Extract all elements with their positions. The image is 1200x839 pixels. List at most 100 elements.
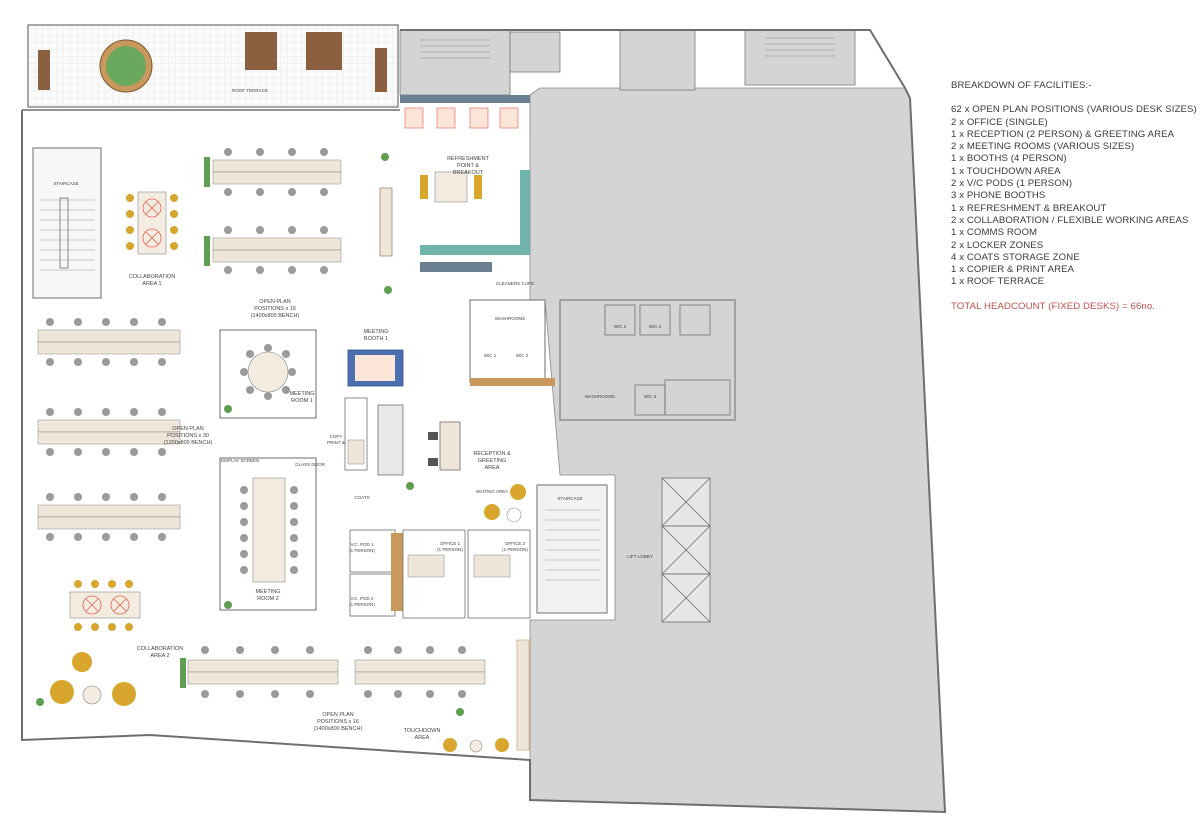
plants [36,153,464,716]
label-washrooms-a: WASHROOMS [495,316,525,321]
label-office2-a: OFFICE 2 [505,541,526,546]
label-meeting-1-a: MEETING [289,391,314,397]
label-roof-terrace: ROOF TERRACE [232,88,268,93]
legend-item: 2 x MEETING ROOMS (VARIOUS SIZES) [951,141,1135,153]
label-breakout: BREAKOUT [453,170,484,176]
building-outline [21,29,947,814]
legend-item: 1 x COPIER & PRINT AREA [951,264,1075,276]
legend-item: 2 x COLLABORATION / FLEXIBLE WORKING ARE… [951,214,1189,226]
legend-item: 1 x RECEPTION (2 PERSON) & GREETING AREA [951,128,1175,140]
terrace-benches [38,32,387,92]
core-block-top-right [744,29,856,86]
label-office1-b: (1 PERSON) [437,547,463,552]
label-openplan14-b: POSITIONS x 16 [254,306,296,312]
label-openplan30-c: (1200x800 BENCH) [164,440,213,446]
label-reception-c: AREA [485,465,500,471]
lifts [661,477,711,623]
copy-print-area [344,397,368,471]
desk-bank-top [212,159,342,263]
refreshment-area [400,95,530,272]
label-office2-b: (1 PERSON) [502,547,528,552]
label-point-breakout: POINT & [457,163,479,169]
label-lift-lobby: LIFT LOBBY [627,554,652,559]
label-openplan16-b: POSITIONS x 16 [317,719,359,725]
label-washrooms-b: WASHROOMS [585,394,615,399]
legend-item: 1 x COMMS ROOM [951,227,1038,239]
legend-item: 1 x TOUCHDOWN AREA [951,165,1061,177]
label-staircase-core: STAIRCASE [557,496,582,501]
legend-item: 1 x ROOF TERRACE [951,276,1045,288]
label-display-screen: DISPLAY SCREEN [221,458,260,463]
locker-zone [516,639,530,751]
label-office1-a: OFFICE 1 [440,541,461,546]
label-meeting-2-a: MEETING [255,589,280,595]
label-meeting-2-b: ROOM 2 [257,596,279,602]
legend-item: 62 x OPEN PLAN POSITIONS (VARIOUS DESK S… [951,104,1197,116]
label-openplan16-a: OPEN PLAN [322,712,354,718]
chairs-top [224,148,328,274]
label-openplan14-a: OPEN PLAN [259,299,291,305]
legend-item: 2 x OFFICE (SINGLE) [951,116,1048,128]
label-wc5: W/C 5 [644,394,657,399]
legend-item: 4 x COATS STORAGE ZONE [951,251,1080,263]
label-wc2: W/C 2 [516,353,529,358]
label-wc4: W/C 4 [649,324,662,329]
legend-item: 1 x REFRESHMENT & BREAKOUT [951,202,1107,214]
legend-list: 62 x OPEN PLAN POSITIONS (VARIOUS DESK S… [951,104,1197,288]
roof-terrace [27,24,399,108]
meeting-room-2 [219,457,317,611]
label-wc1: W/C 1 [484,353,497,358]
legend-item: 1 x BOOTHS (4 PERSON) [951,153,1067,165]
label-openplan16-c: (1400x800 BENCH) [314,726,363,732]
meeting-room-1 [219,329,317,419]
staircase-core [536,484,608,614]
legend-item: 2 x V/C PODS (1 PERSON) [951,178,1073,190]
label-openplan30-b: POSITIONS x 30 [167,433,209,439]
legend-title: BREAKDOWN OF FACILITIES:- [951,80,1092,91]
legend-item: 3 x PHONE BOOTHS [951,190,1046,202]
label-collab-1-b: AREA 1 [142,281,161,287]
planters-top [204,157,210,266]
label-vcpod2-a: V.C. POD 2 [350,596,374,601]
label-wc3: W/C 3 [614,324,627,329]
facilities-legend: BREAKDOWN OF FACILITIES:- 62 x OPEN PLAN… [951,80,1197,313]
core-block-top-mid [509,31,561,73]
label-reception-a: RECEPTION & [473,451,511,457]
label-touchdown-b: AREA [415,735,430,741]
display-shelving [379,187,393,257]
label-refreshment: REFRESHMENT [447,156,490,162]
washroom-upper [469,299,546,383]
shaded-unlet-area [529,87,946,813]
legend-item: 2 x LOCKER ZONES [951,239,1044,251]
chairs-left [46,318,166,541]
washroom-right [559,299,736,421]
label-openplan30-a: OPEN PLAN [172,426,204,432]
label-collab-1-a: COLLABORATION [129,274,175,280]
label-reception-b: GREETING [478,458,507,464]
office-1 [402,529,466,619]
label-copy-print-a: COPY [330,434,343,439]
staircase-left [32,147,102,299]
office-2 [467,529,531,619]
label-collab-2-b: AREA 2 [150,653,169,659]
label-copy-print-b: PRINT & [327,440,345,445]
label-glass-door: GLASS DOOR [295,462,326,467]
core-block-top-centre [619,29,696,91]
label-cleaners: CLEANERS CUPD [496,281,535,286]
collab-1-table [137,191,167,255]
label-vcpod1-a: V.C. POD 1 [350,542,374,547]
label-waiting-area: WAITING AREA [476,489,508,494]
reception-desk [439,421,461,471]
chairs-bottom [201,646,466,698]
label-staircase: STAIRCASE [53,181,78,186]
label-openplan14-c: (1400x800 BENCH) [251,313,300,319]
label-coats: COATS [354,495,369,500]
desk-bank-left [37,329,181,530]
label-collab-2-a: COLLABORATION [137,646,183,652]
total-headcount: TOTAL HEADCOUNT (FIXED DESKS) = 66no. [951,300,1156,312]
label-vcpod1-b: (1 PERSON) [349,548,375,553]
label-meeting-1-b: ROOM 1 [291,398,313,404]
desk-bank-bottom [187,659,486,685]
core-block-top-left [399,29,511,96]
